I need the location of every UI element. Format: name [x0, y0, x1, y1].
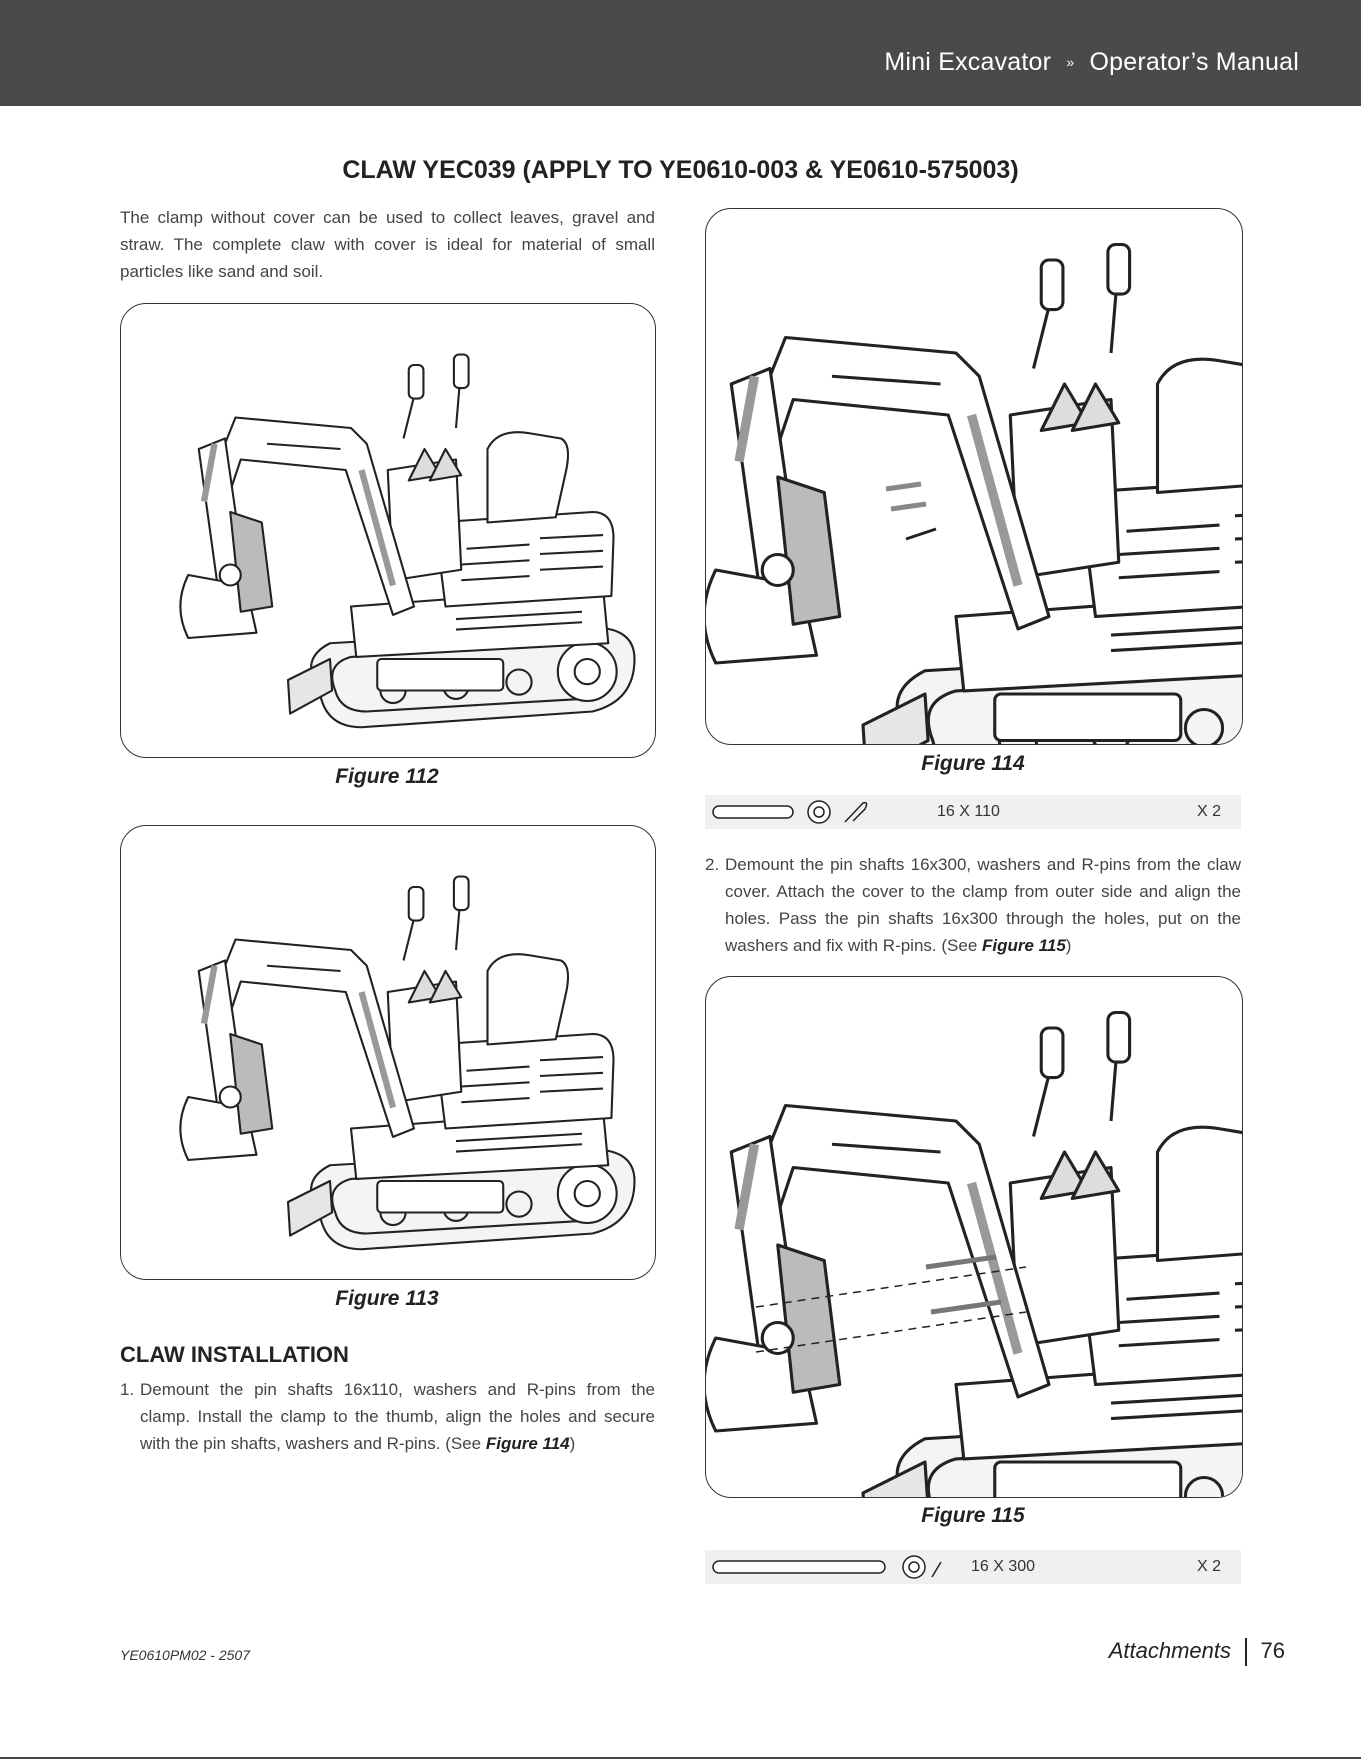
figure-114-image: [705, 208, 1243, 745]
bottom-rule: [0, 1757, 1361, 1759]
footer-divider: [1245, 1638, 1247, 1667]
parts-size-16x110: 16 X 110: [937, 803, 1000, 820]
parts-row-16x110: 16 X 110 X 2: [705, 795, 1241, 829]
step-2-close: ): [1065, 936, 1072, 955]
figure-113-caption: Figure 113: [335, 1287, 439, 1310]
step-1-close: ): [569, 1434, 576, 1453]
footer-section: Attachments: [1108, 1638, 1232, 1663]
step-2: 2. Demount the pin shafts 16x300, washer…: [705, 851, 1241, 959]
arrow-icon: [905, 527, 937, 541]
page-footer: Attachments 76: [1108, 1638, 1285, 1667]
step-1: 1. Demount the pin shafts 16x110, washer…: [120, 1376, 655, 1457]
figure-115-caption: Figure 115: [921, 1504, 1025, 1527]
parts-qty-16x300: X 2: [1196, 1558, 1221, 1575]
section-title: CLAW INSTALLATION: [120, 1342, 349, 1367]
step-1-text: Demount the pin shafts 16x110, washers a…: [140, 1380, 655, 1453]
page-header: Mini Excavator » Operator’s Manual: [0, 0, 1361, 106]
figure-112-caption: Figure 112: [335, 765, 439, 788]
step-1-number: 1.: [120, 1380, 135, 1399]
figure-115-image: [705, 976, 1243, 1498]
excavator-drawing-113: [121, 826, 655, 1279]
excavator-drawing-114: [706, 209, 1242, 744]
figure-112-image: [120, 303, 656, 758]
step-2-text: Demount the pin shafts 16x300, washers a…: [725, 855, 1241, 955]
header-manual: Operator’s Manual: [1089, 48, 1299, 76]
pin-washer-rpin-icon: [712, 1555, 942, 1579]
parts-qty-16x110: X 2: [1196, 803, 1221, 820]
page-number: 76: [1260, 1638, 1285, 1663]
doc-code: YE0610PM02 - 2507: [120, 1647, 250, 1663]
excavator-drawing-112: [121, 304, 655, 757]
parts-size-16x300: 16 X 300: [971, 1558, 1036, 1575]
pin-washer-rpin-icon: [712, 800, 868, 824]
page-title: CLAW YEC039 (APPLY TO YE0610-003 & YE061…: [342, 156, 1019, 184]
header-title: Mini Excavator » Operator’s Manual: [884, 48, 1299, 77]
header-separator: »: [1066, 54, 1075, 70]
parts-row-16x300: 16 X 300 X 2: [705, 1550, 1241, 1584]
header-product: Mini Excavator: [884, 48, 1052, 76]
figure-114-caption: Figure 114: [921, 752, 1025, 775]
step-1-figure-ref: Figure 114: [485, 1434, 570, 1453]
intro-paragraph: The clamp without cover can be used to c…: [120, 208, 655, 281]
excavator-drawing-115: [706, 977, 1242, 1497]
step-2-figure-ref: Figure 115: [982, 936, 1066, 955]
figure-113-image: [120, 825, 656, 1280]
step-2-number: 2.: [705, 855, 720, 874]
